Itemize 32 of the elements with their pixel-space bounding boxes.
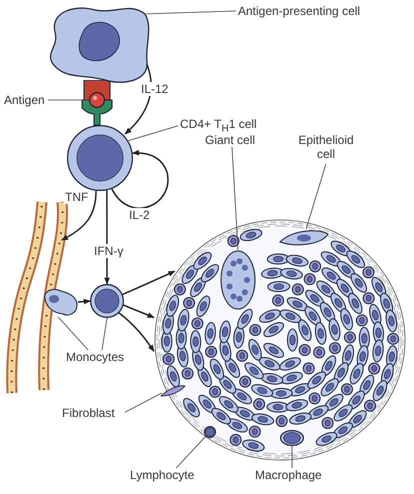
arrow	[123, 304, 155, 318]
cell-label: Fibroblast	[62, 406, 124, 420]
epithelioid-cell-drawing	[278, 228, 330, 248]
leader-line	[124, 392, 162, 413]
edge-label: IL-2	[128, 208, 151, 222]
monocyte-drawing	[90, 284, 124, 318]
t-cell-drawing	[67, 125, 133, 191]
leader-line	[128, 125, 178, 142]
cell-label: Monocytes	[66, 350, 132, 364]
giant-cell-drawing	[220, 250, 256, 310]
leader-line	[232, 146, 238, 250]
leader-line	[102, 318, 108, 350]
fibroblast-drawing	[160, 385, 186, 397]
cell-label: Macrophage	[255, 468, 325, 482]
arrow	[124, 64, 152, 134]
cell-label: Lymphocyte	[130, 468, 196, 482]
monocyte-drawing	[42, 287, 78, 317]
edge-label: IFN-γ	[93, 244, 124, 258]
edge-label: IL-12	[140, 82, 170, 96]
arrow	[104, 190, 110, 285]
arrow	[118, 312, 155, 352]
leader-line	[176, 436, 206, 468]
arrow	[122, 270, 176, 296]
arrow	[111, 150, 169, 209]
leader-line	[146, 10, 236, 14]
arrow	[78, 298, 91, 304]
cell-label: Antigen	[4, 93, 48, 107]
leader-line	[58, 316, 88, 350]
cell-label: Epithelioid cell	[290, 133, 362, 161]
edge-label: TNF	[64, 190, 90, 204]
cell-label: Antigen-presenting cell	[238, 4, 374, 18]
arrow	[61, 190, 97, 241]
